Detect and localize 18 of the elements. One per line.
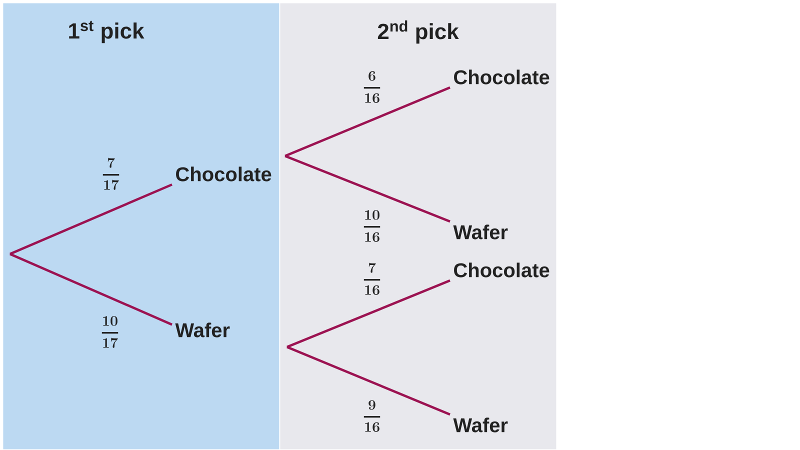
branch-line	[10, 252, 172, 326]
branch-line	[286, 346, 450, 416]
edge-label: $\frac{7}{17}$	[102, 158, 120, 190]
edge-label: $\frac{10}{16}$	[364, 210, 380, 242]
edge-label: $\frac{7}{16}$	[364, 262, 380, 295]
outcome-label: Wafer	[175, 322, 230, 338]
branch-line	[286, 279, 450, 348]
outcome-label: Chocolate	[454, 70, 550, 84]
outcome-label: Chocolate	[176, 166, 272, 182]
branch-line	[284, 86, 450, 158]
branch-line	[284, 154, 450, 223]
edge-label: $\frac{6}{16}$	[364, 71, 380, 103]
outcome-label: Chocolate	[454, 262, 550, 278]
outcome-label: Wafer	[453, 418, 508, 432]
branch-line	[10, 183, 172, 256]
outcome-label: Wafer	[453, 224, 508, 240]
edge-label: $\frac{9}{16}$	[364, 400, 380, 432]
edge-label: $\frac{10}{17}$	[102, 316, 118, 348]
